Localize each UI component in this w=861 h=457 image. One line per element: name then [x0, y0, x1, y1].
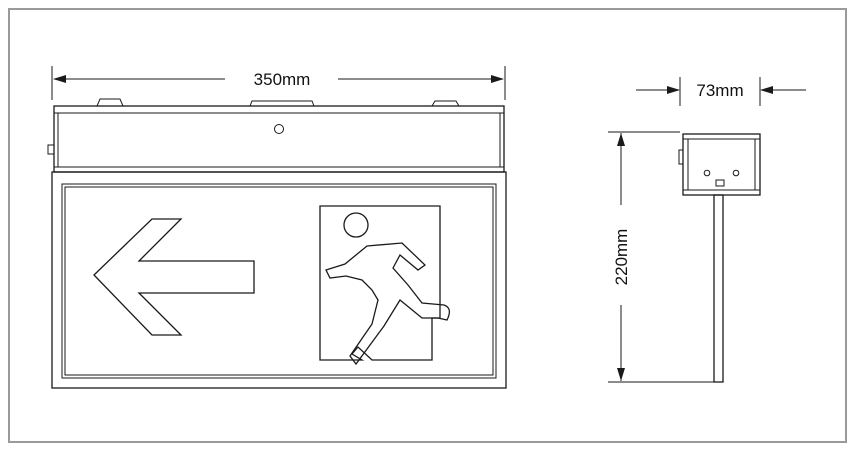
top-clip-center — [249, 100, 315, 107]
drawing-frame — [8, 8, 847, 443]
left-arrow-icon — [93, 218, 255, 336]
front-view: 350mm — [47, 66, 507, 389]
depth-arrow-right — [760, 86, 773, 94]
sign-panel — [51, 171, 507, 389]
width-dimension: 350mm — [51, 66, 506, 100]
side-knob — [47, 144, 55, 155]
side-view: 73mm 220mm — [608, 77, 806, 383]
panel-edge — [713, 194, 724, 383]
running-man-exit-icon — [319, 205, 451, 366]
dimension-arrow-right — [491, 75, 504, 83]
side-clip — [678, 149, 684, 165]
side-housing — [678, 133, 761, 196]
screw-right — [732, 169, 740, 177]
dimension-arrow-left — [53, 75, 66, 83]
top-clip-right — [431, 100, 460, 107]
housing — [47, 105, 505, 173]
switch — [715, 179, 725, 187]
depth-arrow-left — [667, 86, 680, 94]
top-clip-left — [96, 98, 124, 107]
depth-dimension: 73mm — [636, 77, 806, 106]
depth-label: 73mm — [696, 81, 743, 100]
width-label: 350mm — [254, 70, 311, 89]
height-dimension: 220mm — [608, 131, 714, 383]
indicator-led — [274, 124, 284, 134]
height-label: 220mm — [612, 229, 631, 286]
height-arrow-bottom — [617, 368, 625, 381]
height-arrow-top — [617, 133, 625, 146]
screw-left — [703, 169, 711, 177]
